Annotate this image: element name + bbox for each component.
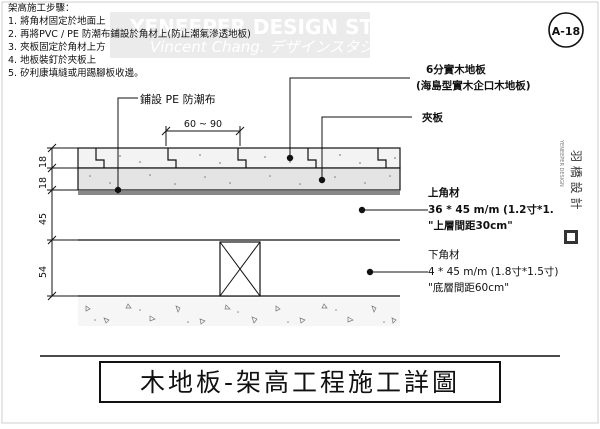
lower-joist-layer (78, 241, 400, 297)
watermark-title: YENEEPER DESIGN STUDIO (129, 15, 430, 39)
upper-joist-layer (78, 193, 400, 241)
watermark: YENEEPER DESIGN STUDIO Vincent Chang. デザ… (110, 12, 430, 58)
flooring-label-2: (海島型實木企口木地板) (416, 79, 531, 92)
sheet-number-badge: A-18 (548, 12, 584, 48)
step-3: 3. 夾板固定於角材上方 (8, 41, 106, 53)
upper-joist-title: 上角材 (428, 186, 460, 199)
side-logo-name: 羽 橋 設 計 (569, 150, 584, 209)
upper-joist-size: 36 * 45 m/m (1.2寸*1. (428, 203, 554, 216)
plywood-layer (77, 167, 401, 191)
concrete-slab (78, 298, 400, 326)
lower-joist-title: 下角材 (428, 248, 460, 261)
steps-title: 架高施工步驟： (8, 2, 75, 14)
side-logo: 羽 橋 設 計 YENEEPER DESIGN (558, 139, 584, 244)
pe-label: 鋪設 PE 防潮布 (140, 92, 216, 106)
dimension-labels: 18 18 45 54 (38, 156, 49, 278)
plywood-label: 夾板 (422, 111, 443, 124)
flooring-layer (77, 147, 401, 169)
dim-plywood: 18 (38, 177, 49, 189)
plywood-callout: 夾板 (318, 111, 443, 184)
badge-label: A-18 (552, 25, 580, 38)
dimension-chain (47, 143, 80, 301)
dim-lower-joist: 54 (38, 266, 49, 278)
spacing-label: 60 ~ 90 (184, 119, 222, 130)
flooring-label-1: 6分實木地板 (426, 63, 486, 76)
spacing-dimension (161, 126, 245, 146)
step-2: 2. 再將PVC / PE 防潮布鋪設於角材上(防止潮氣滲透地板) (8, 28, 251, 40)
lower-joist-callout: 下角材 4 * 45 m/m (1.8寸*1.5寸) "底層間距60cm" (366, 248, 558, 294)
pe-callout: 鋪設 PE 防潮布 (114, 92, 216, 194)
plywood-hatch (89, 174, 391, 185)
step-5: 5. 矽利康填縫或用踢腳板收邊。 (8, 67, 144, 79)
dim-upper-joist: 45 (38, 213, 49, 225)
drawing-title: 木地板-架高工程施工詳圖 (140, 368, 460, 397)
dim-flooring: 18 (38, 156, 49, 168)
lower-joist-size: 4 * 45 m/m (1.8寸*1.5寸) (428, 265, 558, 278)
watermark-subtitle: Vincent Chang. デザインスタジオ (150, 38, 390, 56)
lower-joist-spacing: "底層間距60cm" (428, 281, 509, 294)
upper-joist-callout: 上角材 36 * 45 m/m (1.2寸*1. "上層間距30cm" (358, 186, 554, 232)
step-1: 1. 將角材固定於地面上 (8, 15, 106, 27)
step-4: 4. 地板裝釘於夾板上 (8, 54, 97, 66)
flooring-callout: 6分實木地板 (海島型實木企口木地板) (286, 63, 531, 162)
upper-joist-spacing: "上層間距30cm" (428, 219, 513, 232)
side-logo-sub: YENEEPER DESIGN (558, 139, 564, 187)
title-box (99, 361, 501, 403)
construction-steps: 架高施工步驟： 1. 將角材固定於地面上 2. 再將PVC / PE 防潮布鋪設… (8, 2, 251, 79)
flooring-hatch (119, 154, 396, 164)
